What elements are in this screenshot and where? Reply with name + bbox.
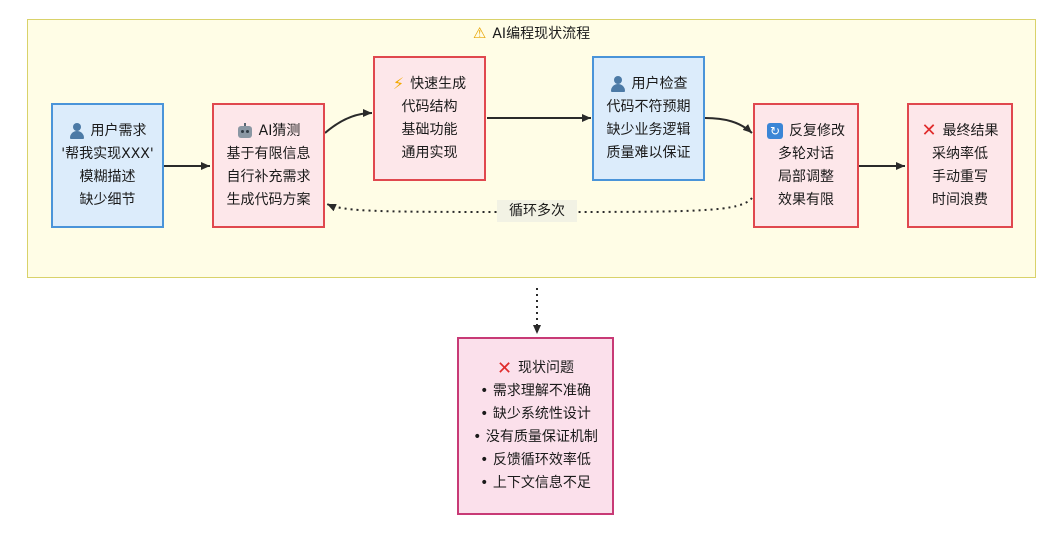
node-title: 反复修改 (789, 122, 845, 139)
node-line: 缺少业务逻辑 (606, 121, 691, 138)
node-line: 代码结构 (401, 98, 458, 115)
node-final-result-head: ✕ 最终结果 (921, 120, 998, 143)
node-title: 现状问题 (518, 360, 575, 376)
node-ai-guess: AI猜测 基于有限信息 自行补充需求 生成代码方案 (212, 103, 325, 228)
node-user-check: 用户检查 代码不符预期 缺少业务逻辑 质量难以保证 (592, 56, 705, 181)
edge-guess-to-generate (324, 109, 373, 134)
node-line: 基于有限信息 (226, 145, 311, 162)
cluster-title-text: AI编程现状流程 (492, 26, 591, 42)
node-line: 基础功能 (401, 121, 458, 138)
flow-cluster (27, 19, 1036, 278)
node-user-request: 用户需求 '帮我实现XXX' 模糊描述 缺少细节 (51, 103, 164, 228)
node-title: 最终结果 (942, 122, 999, 139)
node-repeat-edit-head: ↻ 反复修改 (767, 120, 845, 143)
node-user-request-head: 用户需求 (69, 120, 147, 143)
node-ai-guess-head: AI猜测 (237, 120, 301, 143)
list-item: • 反馈循环效率低 (480, 452, 591, 468)
node-title: 用户需求 (90, 122, 147, 139)
cluster-title: ⚠ AI编程现状流程 (0, 23, 1063, 44)
node-title: 用户检查 (631, 75, 688, 92)
list-item: • 缺少系统性设计 (480, 406, 591, 422)
node-quick-generate: ⚡ 快速生成 代码结构 基础功能 通用实现 (373, 56, 486, 181)
robot-icon (237, 123, 253, 139)
node-quick-generate-head: ⚡ 快速生成 (393, 73, 466, 96)
list-item: • 上下文信息不足 (480, 475, 591, 491)
node-line: 代码不符预期 (606, 98, 691, 115)
node-line: 局部调整 (778, 168, 834, 185)
cross-mark-icon: ✕ (921, 120, 937, 141)
node-line: 质量难以保证 (606, 144, 691, 161)
edge-check-to-repeat (704, 117, 753, 134)
node-line: '帮我实现XXX' (61, 145, 154, 162)
node-repeat-edit: ↻ 反复修改 多轮对话 局部调整 效果有限 (753, 103, 859, 228)
warning-icon: ⚠ (472, 24, 487, 42)
lightning-icon: ⚡ (392, 74, 405, 93)
list-item: • 需求理解不准确 (480, 383, 591, 399)
node-line: 缺少细节 (79, 191, 136, 208)
node-line: 手动重写 (932, 168, 988, 185)
node-title: AI猜测 (258, 122, 301, 139)
user-icon (610, 76, 626, 92)
node-line: 生成代码方案 (226, 191, 311, 208)
node-problems: ✕ 现状问题 • 需求理解不准确 • 缺少系统性设计 • 没有质量保证机制 • … (457, 337, 614, 515)
node-title: 快速生成 (410, 75, 467, 92)
node-final-result: ✕ 最终结果 采纳率低 手动重写 时间浪费 (907, 103, 1013, 228)
repeat-icon: ↻ (767, 123, 783, 139)
loop-label: 循环多次 (497, 200, 577, 222)
node-line: 自行补充需求 (226, 168, 311, 185)
node-line: 时间浪费 (932, 191, 988, 208)
node-user-check-head: 用户检查 (610, 73, 688, 96)
node-problems-head: ✕ 现状问题 (497, 357, 574, 380)
node-line: 通用实现 (401, 144, 458, 161)
node-line: 采纳率低 (932, 145, 988, 162)
node-line: 效果有限 (778, 191, 834, 208)
node-line: 模糊描述 (79, 168, 136, 185)
user-icon (69, 123, 85, 139)
node-line: 多轮对话 (778, 145, 834, 162)
list-item: • 没有质量保证机制 (473, 429, 598, 445)
cross-mark-icon: ✕ (496, 357, 513, 379)
